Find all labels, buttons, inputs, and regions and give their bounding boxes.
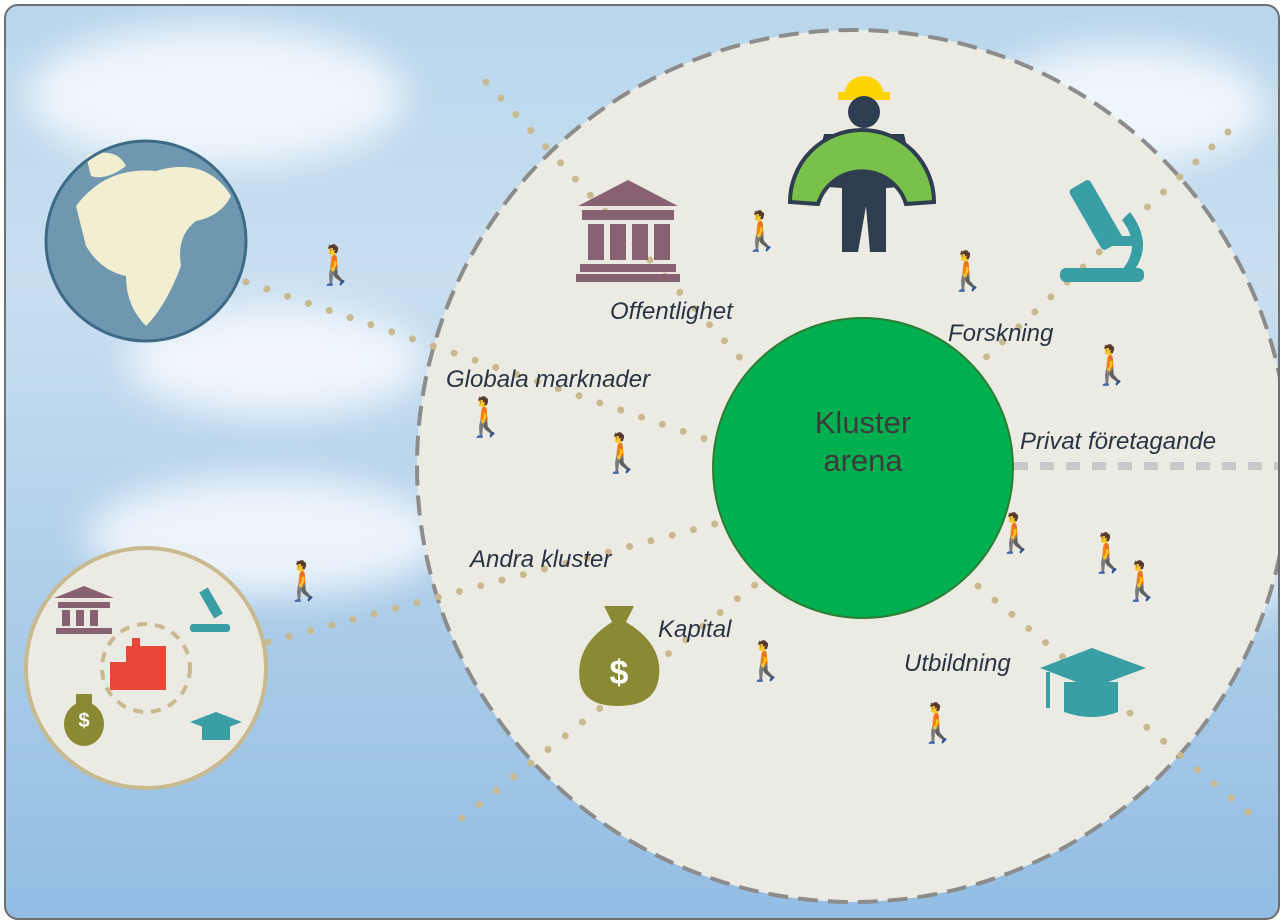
small-money-symbol: $ <box>78 710 90 732</box>
person-walking-icon: 🚶 <box>944 249 992 293</box>
person-walking-icon: 🚶 <box>598 431 646 475</box>
mini-cluster-icon <box>24 546 268 790</box>
cluster-diagram <box>24 28 1278 904</box>
label-kapital: Kapital <box>658 616 732 643</box>
person-walking-icon: 🚶 <box>992 511 1040 555</box>
person-walking-icon: 🚶 <box>1118 559 1166 603</box>
globe-icon <box>44 139 248 343</box>
label-andra-kluster: Andra kluster <box>470 546 612 573</box>
money-bag-icon <box>579 606 660 706</box>
person-walking-icon: 🚶 <box>914 701 962 745</box>
money-symbol: $ <box>609 654 629 692</box>
bank-icon <box>576 180 680 282</box>
center-label-line1: Kluster <box>814 405 912 440</box>
label-forskning: Forskning <box>948 320 1054 347</box>
worker-icon <box>787 76 937 252</box>
person-walking-icon: 🚶 <box>742 639 790 683</box>
small-money-bag-icon <box>64 694 104 746</box>
center-circle <box>712 317 1014 619</box>
graduation-cap-icon <box>1040 648 1146 717</box>
center-label-line2: arena <box>823 443 903 478</box>
diagram-frame: $ $ Kluster arena Offentlighet Forskning… <box>4 4 1280 920</box>
person-walking-icon: 🚶 <box>738 209 786 253</box>
person-walking-icon: 🚶 <box>462 395 510 439</box>
person-walking-icon: 🚶 <box>312 243 360 287</box>
microscope-icon <box>1060 180 1144 282</box>
cloud <box>26 26 406 166</box>
connection-lines <box>242 78 1252 822</box>
person-walking-icon: 🚶 <box>280 559 328 603</box>
label-privat-foretagande: Privat företagande <box>1020 428 1217 455</box>
person-walking-icon: 🚶 <box>1084 531 1132 575</box>
label-utbildning: Utbildning <box>904 650 1011 677</box>
person-walking-icon: 🚶 <box>1088 343 1136 387</box>
label-offentlighet: Offentlighet <box>610 298 733 325</box>
label-globala-marknader: Globala marknader <box>446 366 651 393</box>
center-label: Kluster arena <box>712 404 1014 480</box>
